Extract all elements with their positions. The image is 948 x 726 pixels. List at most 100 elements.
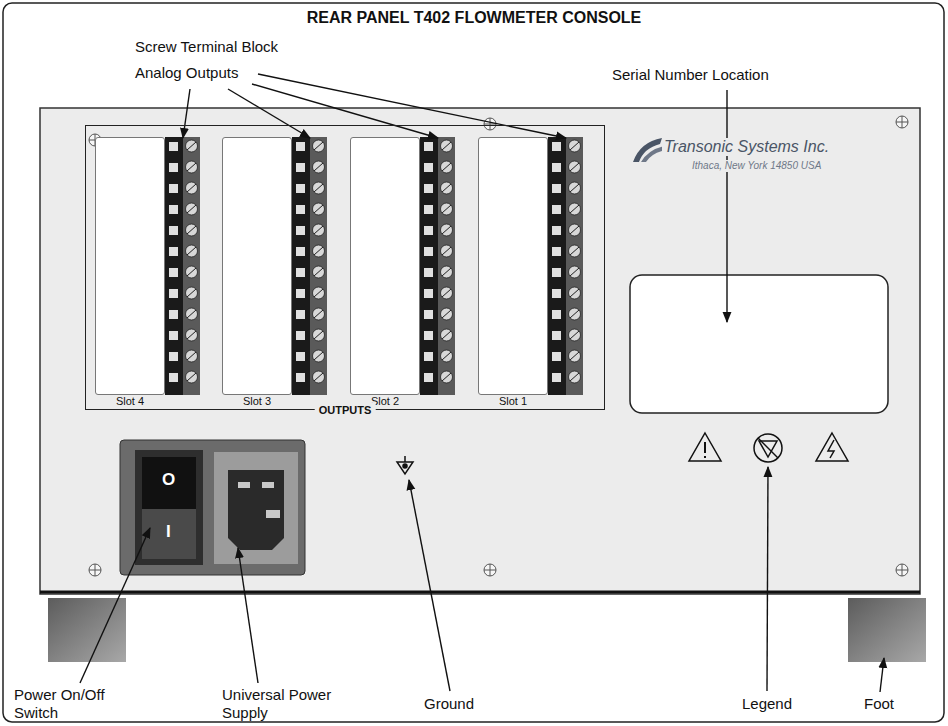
terminal-screw [186, 140, 198, 152]
terminal-screw [186, 161, 198, 173]
callout-label: Screw Terminal Block [135, 38, 278, 56]
screw-slot [570, 226, 579, 234]
caution-mark [704, 442, 706, 458]
screw-slot [187, 205, 196, 213]
terminal-screw [441, 182, 453, 194]
terminal-screw [441, 329, 453, 341]
wire-entry [552, 226, 561, 235]
logo-mark [633, 138, 664, 162]
terminal-screw [313, 329, 325, 341]
slot-label: Slot 1 [499, 395, 527, 408]
figure-frame [3, 3, 944, 722]
switch-bezel [135, 450, 203, 565]
callout-label: Legend [742, 695, 792, 713]
screw-slot [442, 352, 451, 360]
terminal-screw [313, 371, 325, 383]
wire-entry [424, 226, 433, 235]
screw-slot [570, 205, 579, 213]
screw-slot [442, 163, 451, 171]
terminal-screw [313, 350, 325, 362]
wire-entry [424, 142, 433, 151]
terminal-screw [441, 140, 453, 152]
wire-entry [169, 310, 178, 319]
screw-slot [570, 268, 579, 276]
slot-label: Slot 3 [243, 395, 271, 408]
leader-arrow [409, 480, 450, 691]
terminal-screw [441, 371, 453, 383]
screw-slot [187, 163, 196, 171]
terminal-screw [313, 182, 325, 194]
terminal-screw [569, 350, 581, 362]
terminal-screw-rail [566, 137, 583, 395]
wire-entry [424, 331, 433, 340]
power-entry-module [120, 440, 305, 575]
wire-entry [169, 142, 178, 151]
callout-label: Universal Power Supply [222, 686, 334, 722]
terminal-screw [186, 329, 198, 341]
module-housing [120, 440, 305, 575]
wire-entry [169, 205, 178, 214]
wire-entry [169, 247, 178, 256]
leader-arrows [80, 74, 884, 692]
terminal-screw-rail [310, 137, 327, 395]
wire-entry [169, 373, 178, 382]
leader-arrow [767, 467, 768, 691]
no-symbol-circle [754, 434, 782, 462]
screw-slot [570, 142, 579, 150]
terminal-screw [186, 245, 198, 257]
terminal-screw [441, 203, 453, 215]
wire-entry [424, 205, 433, 214]
leader-arrow [228, 89, 310, 138]
terminal-screw [186, 371, 198, 383]
terminal-screw [186, 287, 198, 299]
terminal-block [292, 137, 310, 395]
wire-entry [296, 331, 305, 340]
wire-entry [296, 226, 305, 235]
panel-screws [89, 116, 908, 576]
screw-slot [314, 310, 323, 318]
terminal-screw [313, 203, 325, 215]
screw-slot [187, 268, 196, 276]
screw-slot [314, 247, 323, 255]
lightning-mark [828, 440, 834, 458]
rear-panel-plate [40, 108, 920, 594]
terminal-screw-rail [438, 137, 455, 395]
inlet-face [214, 452, 298, 564]
wire-entry [296, 289, 305, 298]
inlet-pin [238, 482, 250, 488]
screw-terminal-blocks [165, 137, 583, 395]
callout-label: Foot [864, 695, 894, 713]
slot-card: Slot 3 [222, 137, 292, 395]
terminal-screw [441, 224, 453, 236]
terminal-screw [313, 245, 325, 257]
outputs-frame: Slot 4Slot 3Slot 2Slot 1OUTPUTS [85, 125, 605, 410]
callout-label: Power On/Off Switch [14, 686, 126, 722]
wire-entry [169, 226, 178, 235]
wire-entry [169, 268, 178, 277]
maker-logo: Transonic Systems Inc. [662, 138, 831, 156]
screw-slot [442, 289, 451, 297]
screw-slot [442, 184, 451, 192]
terminal-screw [186, 224, 198, 236]
terminal-block [420, 137, 438, 395]
terminal-screw [441, 308, 453, 320]
wire-entry [424, 247, 433, 256]
inlet-pin [266, 510, 280, 518]
leader-arrow [726, 90, 727, 322]
inlet-pin [262, 482, 274, 488]
terminal-screw [569, 224, 581, 236]
foot [848, 598, 926, 662]
callout-label: Ground [424, 695, 474, 713]
wire-entry [169, 289, 178, 298]
screw-slots [89, 116, 908, 576]
wire-entry [296, 247, 305, 256]
screw-slot [314, 268, 323, 276]
screw-slot [442, 373, 451, 381]
wire-entry [169, 163, 178, 172]
maker-address: Ithaca, New York 14850 USA [690, 160, 823, 172]
wire-entry [424, 163, 433, 172]
wire-entry [424, 352, 433, 361]
slot-card: Slot 2 [350, 137, 420, 395]
screw-slot [442, 247, 451, 255]
